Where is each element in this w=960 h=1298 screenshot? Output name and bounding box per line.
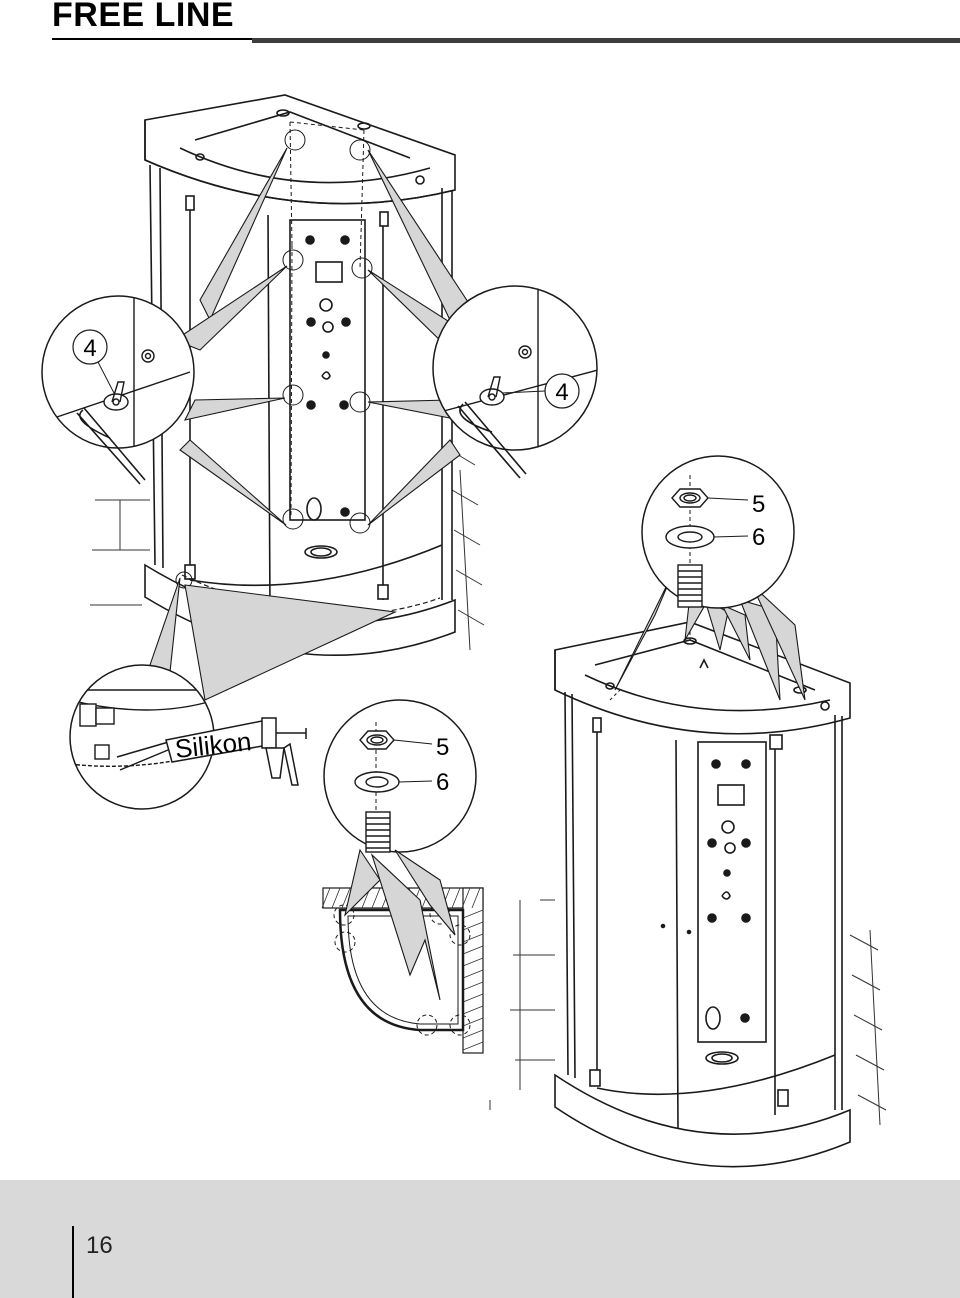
header-rule-thin	[52, 38, 252, 40]
callout-label-washer-middle: 6	[436, 769, 449, 796]
shower-cabin-left	[90, 94, 485, 656]
page-title: FREE LINE	[52, 0, 235, 34]
callout-rays-left	[173, 147, 471, 526]
callout-label-nut-top: 5	[752, 491, 765, 518]
wall-tiles-right	[489, 899, 887, 1126]
wall-tiles-left	[90, 449, 485, 651]
callout-number-right: 4	[555, 379, 568, 406]
page-number: 16	[86, 1232, 113, 1259]
footer-divider	[72, 1226, 74, 1298]
callout-label-washer-top: 6	[752, 524, 765, 551]
shower-cabin-right	[489, 470, 887, 1168]
nut-washer-detail-middle: 5 6	[323, 699, 477, 853]
header-rule-thick	[252, 38, 960, 43]
silicone-detail: Silikon	[69, 577, 397, 810]
assembly-illustration: 4 4	[41, 94, 887, 1168]
nut-washer-detail-top: 5 6	[641, 455, 795, 609]
page-header: FREE LINE	[0, 0, 960, 46]
callout-label-nut-middle: 5	[436, 734, 449, 761]
callout-number-left: 4	[83, 335, 96, 362]
page-footer: 16	[0, 1180, 960, 1298]
detail-circle-right: 4	[432, 285, 598, 479]
detail-circle-left: 4	[41, 295, 195, 485]
floor-plan-detail	[321, 848, 484, 1054]
